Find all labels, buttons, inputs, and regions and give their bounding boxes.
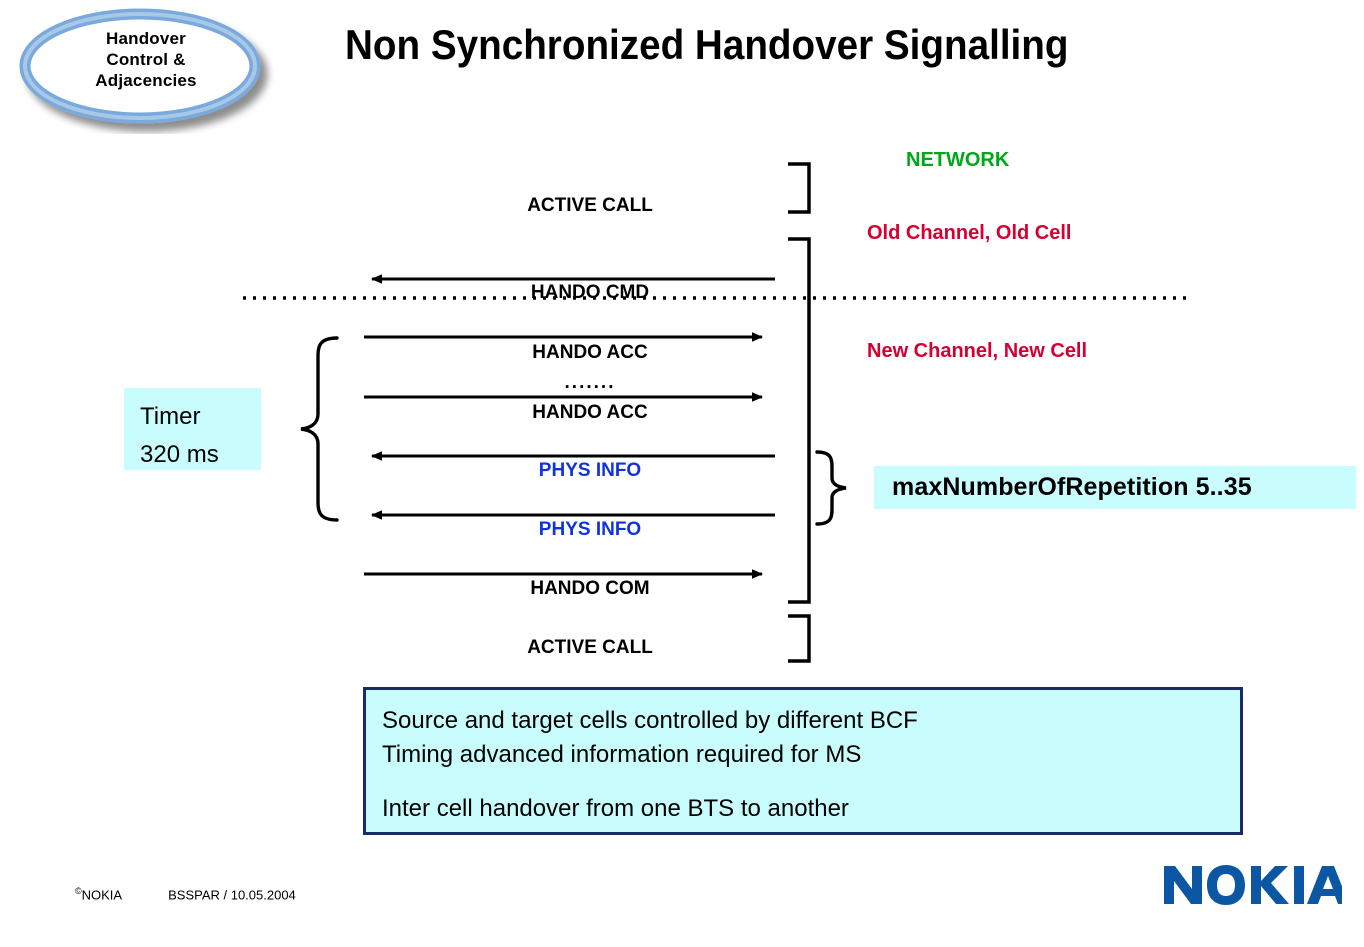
notes-line-3: Inter cell handover from one BTS to anot… [382, 795, 849, 822]
brace-timer-group [300, 336, 339, 522]
badge-label-line3: Adjacencies [95, 71, 197, 90]
bracket-active-call-bottom [788, 614, 811, 663]
label-new-channel-new-cell: New Channel, New Cell [867, 340, 1088, 362]
timer-label-line2: 320 ms [140, 441, 219, 468]
footer-copyright: ©NOKIA BSSPAR / 10.05.2004 [75, 886, 296, 902]
nokia-wordmark-icon [1164, 865, 1349, 905]
badge-ellipse-icon [19, 8, 261, 124]
label-hando-com: HANDO COM [530, 578, 650, 599]
notes-callout: Source and target cells controlled by di… [363, 687, 1243, 835]
label-hando-cmd: HANDO CMD [530, 282, 650, 303]
badge-label: Handover Control & Adjacencies [46, 28, 246, 91]
label-hando-acc-1: HANDO ACC [532, 342, 648, 363]
label-active-call-bottom: ACTIVE CALL [527, 637, 653, 658]
label-network: NETWORK [906, 149, 1010, 171]
label-phys-info-2: PHYS INFO [538, 519, 642, 540]
label-repeat-ellipsis: ....... [564, 372, 616, 393]
nokia-logo [1162, 862, 1349, 913]
timer-callout: Timer 320 ms [124, 388, 261, 470]
label-old-channel-old-cell: Old Channel, Old Cell [867, 222, 1072, 244]
page-title: Non Synchronized Handover Signalling [345, 21, 1069, 68]
notes-line-2: Timing advanced information required for… [382, 741, 862, 768]
bracket-handover-span [788, 237, 811, 604]
label-hando-acc-2: HANDO ACC [532, 402, 648, 423]
timer-label-line1: Timer [140, 403, 201, 430]
brace-max-repetition [815, 450, 847, 526]
footer-copyright-text: NOKIA [81, 887, 123, 903]
notes-line-1: Source and target cells controlled by di… [382, 707, 918, 734]
label-phys-info-1: PHYS INFO [538, 460, 642, 481]
badge-label-line2: Control & [106, 50, 186, 69]
notes-spacer [382, 772, 1240, 792]
bracket-active-call-top [788, 162, 811, 214]
handover-control-badge: Handover Control & Adjacencies [8, 4, 288, 134]
footer-reference: BSSPAR / 10.05.2004 [168, 887, 296, 903]
label-active-call-top: ACTIVE CALL [527, 195, 653, 216]
max-repetition-callout: maxNumberOfRepetition 5..35 [874, 466, 1356, 509]
copyright-symbol: © [75, 886, 82, 896]
badge-label-line1: Handover [105, 29, 186, 48]
